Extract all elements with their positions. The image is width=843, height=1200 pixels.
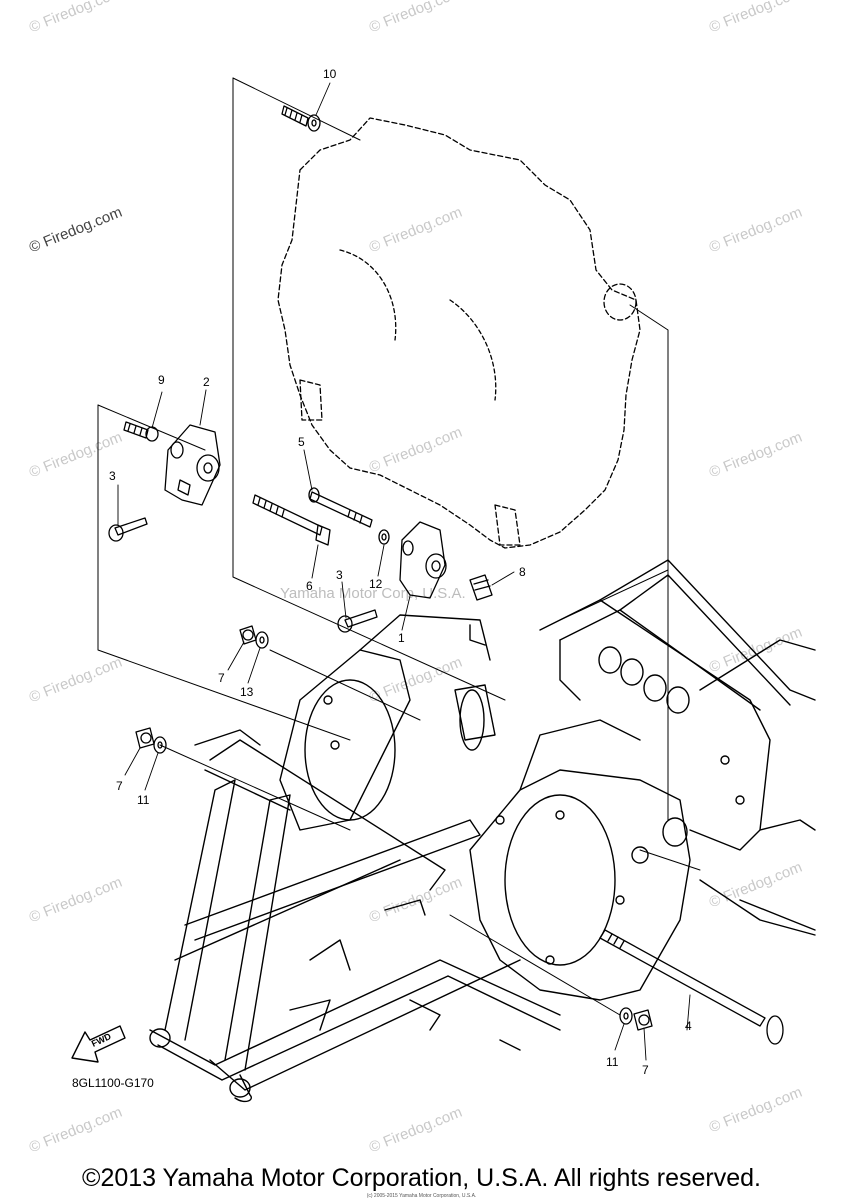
washer-11-lower	[619, 1007, 633, 1025]
bolt-5	[308, 487, 373, 528]
nut-7-lower	[633, 1009, 653, 1031]
engine-outline	[277, 117, 641, 549]
bolt-10	[281, 105, 321, 132]
diagram-code: 8GL1100-G170	[72, 1076, 154, 1090]
fine-print: (c) 2005-2015 Yamaha Motor Corporation, …	[366, 1193, 477, 1199]
callout-1: 1	[398, 631, 405, 645]
callout-9: 9	[158, 373, 165, 387]
engine-mount-1	[399, 521, 447, 599]
copyright-notice: ©2013 Yamaha Motor Corporation, U.S.A. A…	[82, 1164, 761, 1192]
center-watermark: Yamaha Motor Corp, U.S.A.	[280, 585, 466, 602]
washer-12	[378, 529, 390, 545]
callout-10: 10	[323, 67, 337, 81]
bolt-3-lower	[337, 609, 378, 633]
callout-2: 2	[203, 375, 210, 389]
fwd-arrow-icon	[71, 1025, 126, 1063]
washer-13	[255, 631, 269, 649]
nut-8	[469, 574, 493, 601]
callout-3: 3	[336, 568, 343, 582]
nut-7-upper	[239, 625, 257, 645]
frame	[149, 559, 816, 1103]
callout-6: 6	[306, 579, 313, 593]
callout-7: 7	[116, 779, 123, 793]
bracket-2	[164, 424, 221, 506]
engine-port	[603, 283, 637, 321]
callout-3: 3	[109, 469, 116, 483]
callout-5: 5	[298, 435, 305, 449]
washer-11-mid	[153, 736, 167, 754]
nut-7-mid	[135, 727, 155, 749]
bolt-3-left	[108, 517, 148, 542]
callout-7: 7	[218, 671, 225, 685]
reference-lines	[97, 77, 701, 1016]
callout-11: 11	[137, 793, 150, 807]
bolt-6	[252, 494, 331, 546]
callout-8: 8	[519, 565, 526, 579]
callout-4: 4	[685, 1019, 692, 1033]
callout-leaders	[117, 82, 691, 1061]
callout-13: 13	[240, 685, 254, 699]
callout-12: 12	[369, 577, 383, 591]
callout-7: 7	[642, 1063, 649, 1077]
callout-11: 11	[606, 1055, 619, 1069]
